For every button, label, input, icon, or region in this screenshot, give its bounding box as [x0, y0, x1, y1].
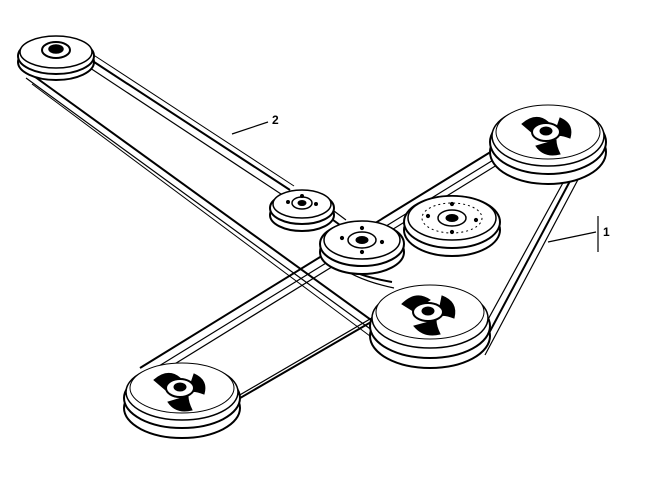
callout-1-label: 1 [603, 225, 610, 239]
pulley-top-left [17, 35, 95, 81]
pulley-center-bottom [369, 284, 491, 369]
pulley-middle [319, 220, 405, 275]
pulley-top-right [489, 104, 607, 185]
belt-2 [19, 53, 395, 343]
callout-1-leader-line [547, 231, 597, 243]
callout-2-label: 2 [272, 113, 279, 127]
callout-1: 1 [547, 216, 610, 252]
pulley-right-middle [403, 195, 501, 257]
callout-2: 2 [231, 113, 279, 135]
pulley-bottom-left [123, 362, 241, 439]
callout-2-leader-line [231, 121, 269, 135]
pulley-idler-small [269, 189, 335, 232]
